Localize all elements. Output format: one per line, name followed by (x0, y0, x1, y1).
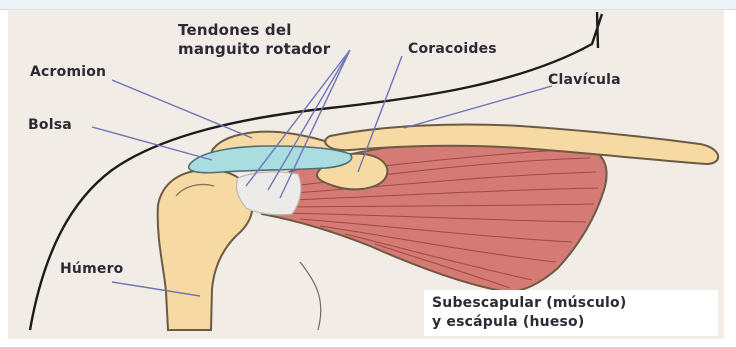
torso-outline (300, 262, 321, 330)
label-bursa: Bolsa (28, 117, 72, 133)
label-rotator-cuff-tendons: Tendones del manguito rotador (178, 21, 330, 59)
label-clavicle: Clavícula (548, 72, 621, 88)
label-subscapularis: Subescapular (músculo) y escápula (hueso… (432, 294, 626, 332)
rotator-cuff-tendons (236, 172, 300, 215)
label-acromion: Acromion (30, 64, 106, 80)
label-coracoid: Coracoides (408, 41, 497, 57)
label-humerus: Húmero (60, 261, 124, 277)
